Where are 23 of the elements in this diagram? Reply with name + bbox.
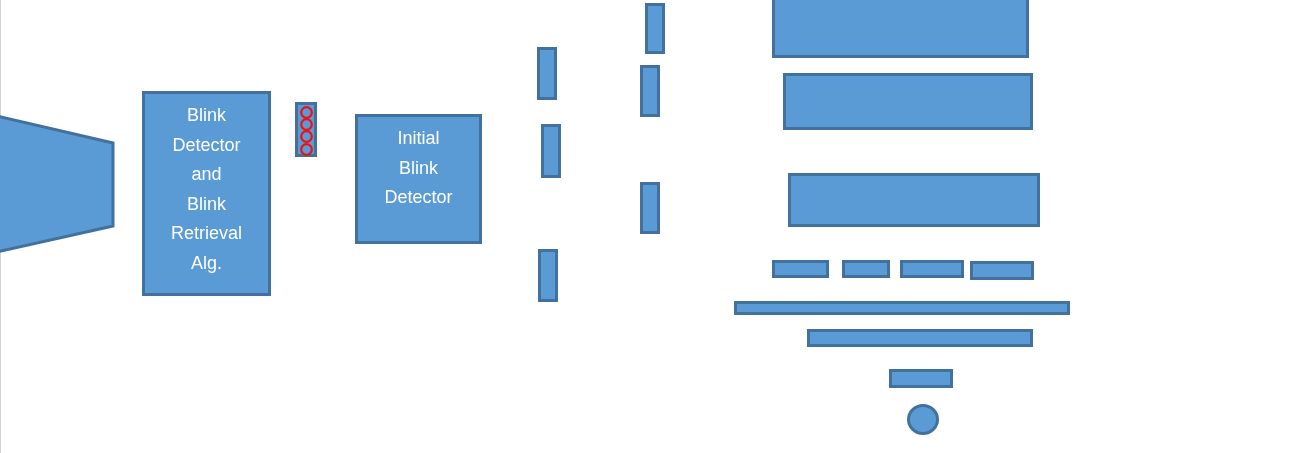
vertical-bar (538, 249, 558, 302)
wide-block (788, 173, 1040, 227)
ring-strip (295, 102, 317, 157)
medium-bar (807, 329, 1033, 347)
wide-block (772, 0, 1029, 58)
circle-block (907, 404, 939, 435)
wide-block (783, 73, 1033, 130)
vertical-bar (645, 3, 665, 54)
short-bar (889, 369, 953, 388)
node-label: Initial Blink Detector (384, 127, 453, 209)
vertical-bar (537, 47, 557, 100)
short-bar (842, 260, 890, 278)
vertical-bar (640, 65, 660, 117)
process-box (142, 91, 271, 296)
trapezoid-block (0, 114, 115, 254)
process-box (355, 114, 482, 244)
node-label: Blink Detector and Blink Retrieval Alg. (171, 104, 242, 275)
short-bar (772, 260, 829, 278)
short-bar (970, 261, 1034, 280)
short-bar (900, 260, 964, 278)
long-bar (734, 301, 1070, 315)
vertical-bar (640, 182, 660, 234)
vertical-bar (541, 124, 561, 178)
